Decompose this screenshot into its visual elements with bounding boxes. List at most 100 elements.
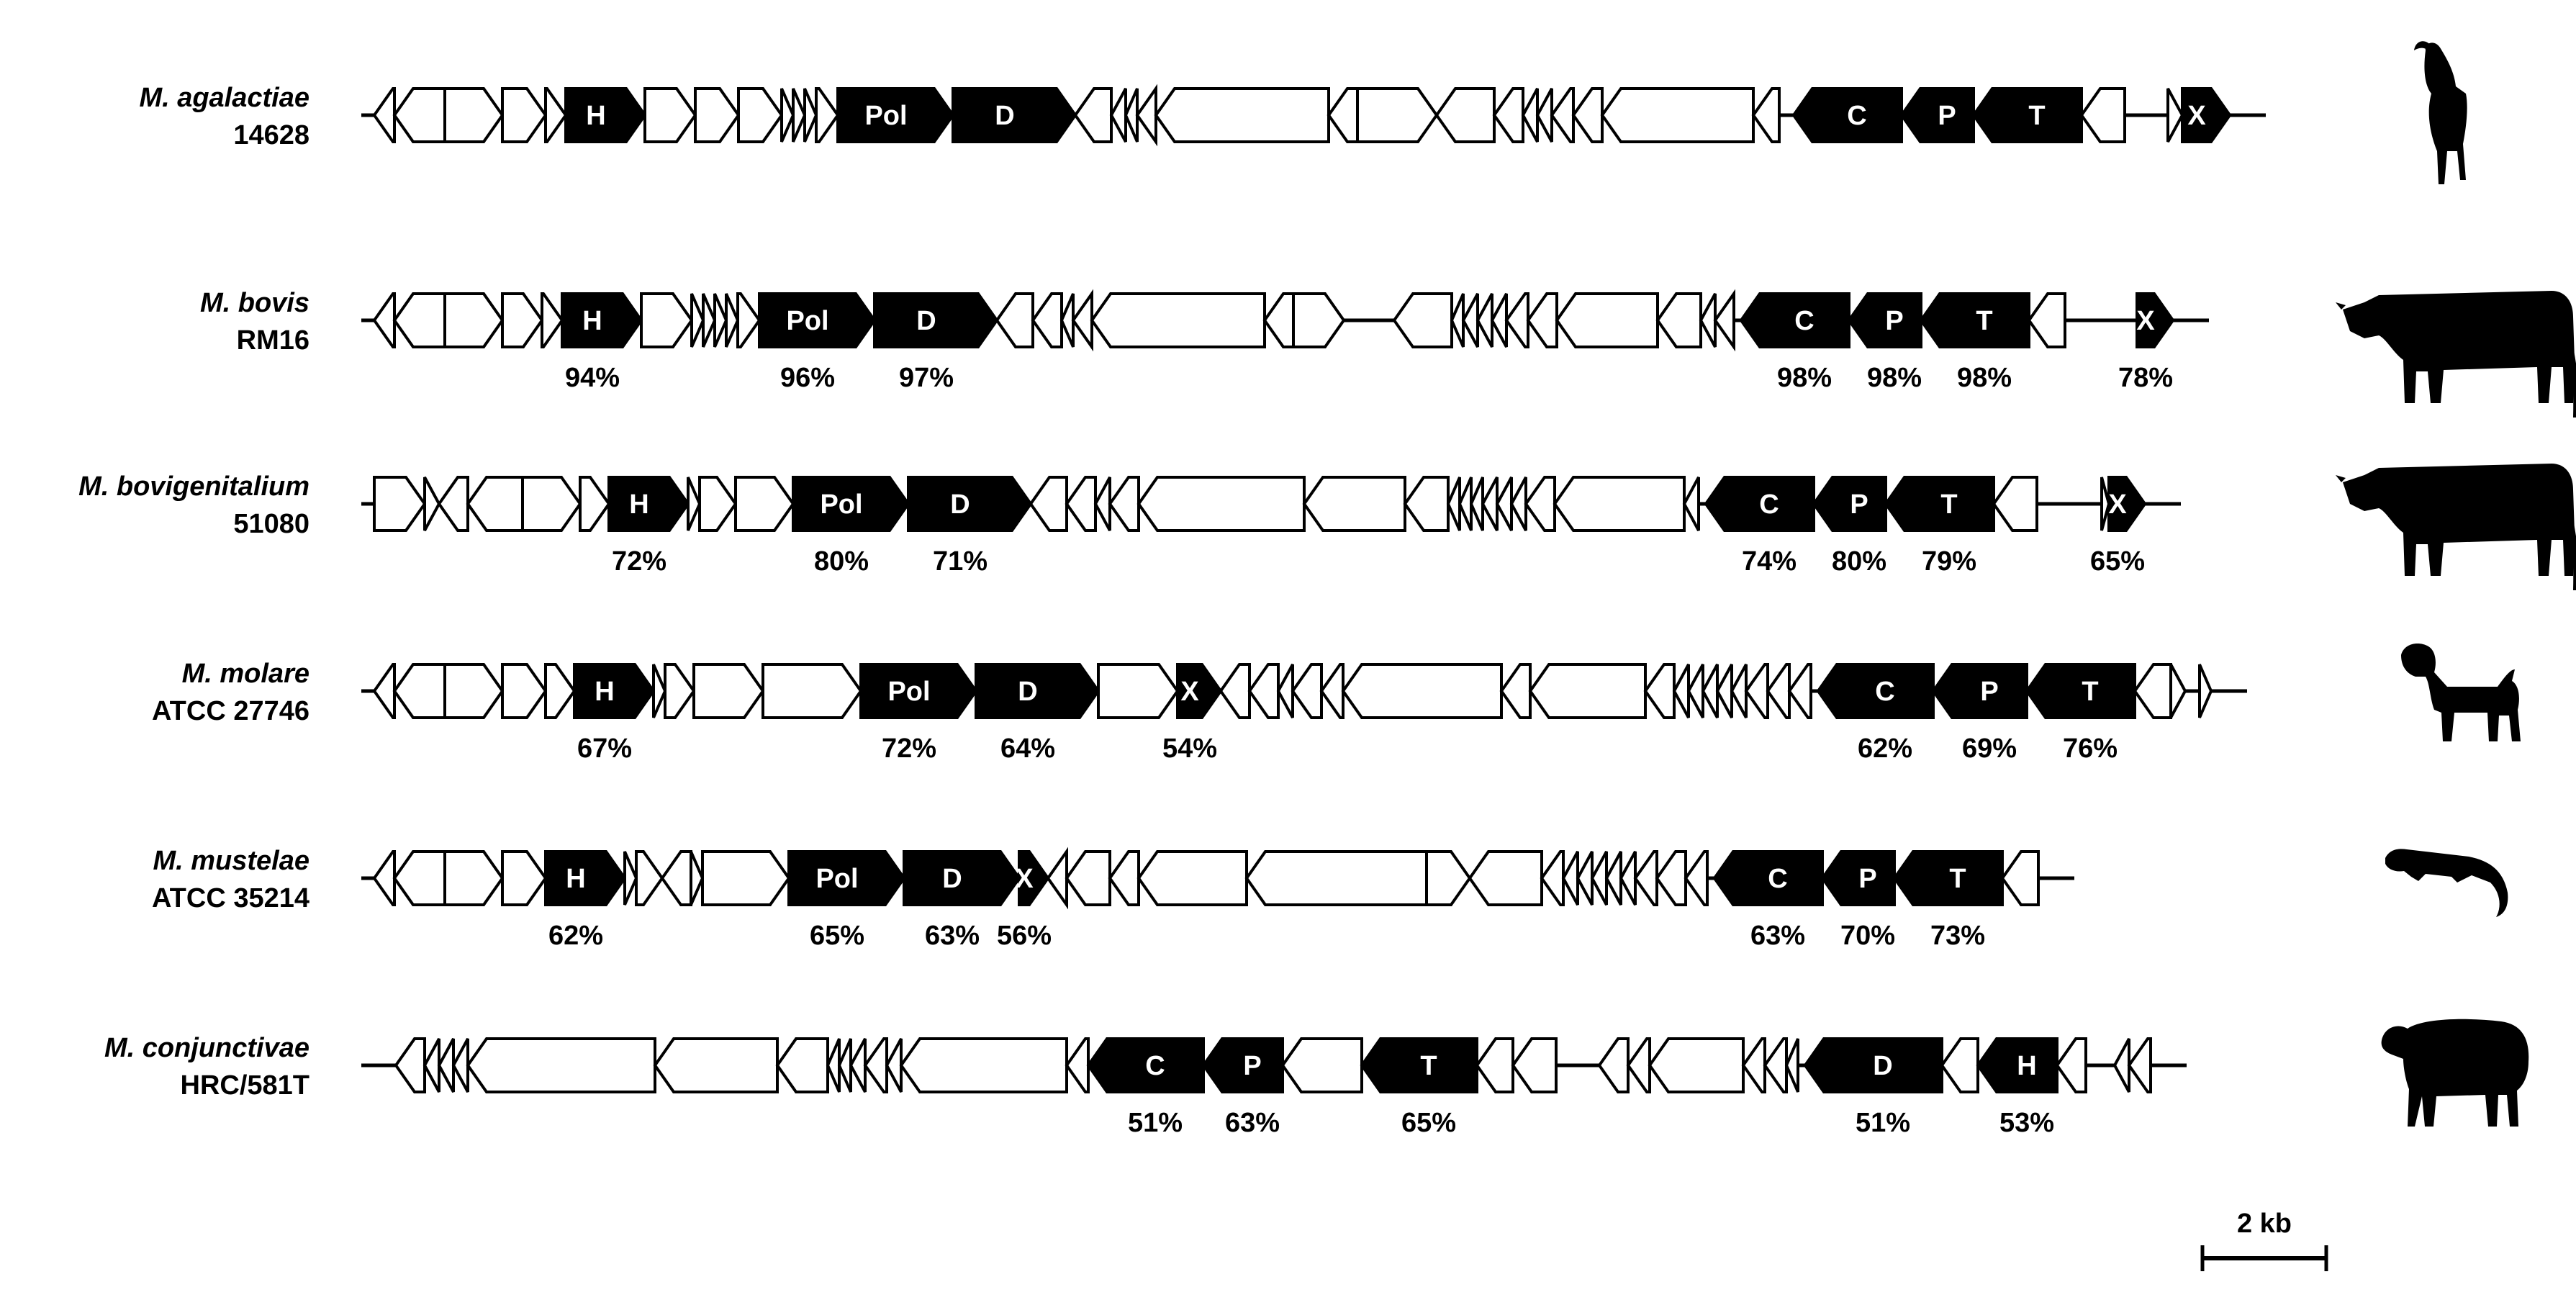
gene-arrow-t bbox=[1892, 850, 2004, 906]
gene-label: P bbox=[1980, 677, 1998, 707]
gene-arrow bbox=[995, 292, 1034, 348]
gene-arrow bbox=[1992, 476, 2038, 532]
gene-label: Pol bbox=[815, 864, 858, 894]
gene-arrow-h bbox=[573, 663, 656, 719]
gene-arrow bbox=[1090, 292, 1266, 348]
gene-arrow bbox=[803, 88, 818, 143]
strain-name: ATCC 27746 bbox=[152, 696, 309, 726]
gene-arrow bbox=[1524, 476, 1556, 532]
gene-arrow bbox=[392, 663, 446, 719]
gene-label: Pol bbox=[786, 306, 828, 336]
gene-arrow bbox=[392, 87, 446, 143]
gene-arrow bbox=[1553, 476, 1686, 532]
gene-arrow bbox=[1766, 663, 1791, 719]
gene-label: Pol bbox=[887, 677, 930, 707]
gene-arrow bbox=[1097, 663, 1180, 719]
gene-arrow bbox=[635, 850, 664, 906]
gene-arrow bbox=[2027, 292, 2066, 348]
gene-arrow-d bbox=[907, 476, 1033, 532]
gene-label: X bbox=[2187, 101, 2206, 131]
cow-icon bbox=[2336, 464, 2576, 590]
gene-arrow-p bbox=[1847, 292, 1922, 348]
gene-arrow bbox=[1511, 1037, 1558, 1093]
gene-arrow bbox=[372, 663, 396, 719]
strain-name: HRC/581T bbox=[181, 1070, 310, 1101]
identity-value: 76% bbox=[2063, 733, 2118, 764]
dog-icon bbox=[2401, 644, 2521, 741]
identity-value: 96% bbox=[780, 363, 835, 393]
gene-arrow-t bbox=[1884, 476, 1995, 532]
gene-arrow bbox=[1648, 1037, 1745, 1093]
identity-value: 62% bbox=[548, 921, 603, 951]
gene-arrow bbox=[372, 87, 396, 143]
gene-arrow bbox=[1715, 664, 1733, 718]
gene-arrow bbox=[1492, 87, 1524, 143]
gene-arrow bbox=[899, 1037, 1068, 1093]
identity-value: 78% bbox=[2118, 363, 2173, 393]
gene-arrow bbox=[1600, 87, 1755, 143]
gene-arrow bbox=[2112, 1038, 2130, 1093]
gene-arrow bbox=[737, 87, 784, 143]
gene-arrow bbox=[466, 476, 524, 532]
gene-arrow bbox=[1302, 476, 1406, 532]
gene-arrow bbox=[1643, 663, 1676, 719]
gene-arrow bbox=[1787, 663, 1812, 719]
gene-arrow bbox=[1093, 477, 1111, 531]
gene-arrow bbox=[2055, 1037, 2087, 1093]
identity-value: 80% bbox=[1832, 546, 1886, 577]
species-name: M. mustelae bbox=[153, 846, 309, 876]
identity-value: 97% bbox=[899, 363, 954, 393]
gene-arrow bbox=[1469, 477, 1484, 531]
gene-arrow-h bbox=[561, 292, 643, 348]
gene-arrow bbox=[713, 293, 728, 348]
identity-value: 53% bbox=[1999, 1108, 2054, 1138]
gene-arrow bbox=[392, 292, 446, 348]
gene-arrow bbox=[1604, 851, 1622, 906]
gene-arrow bbox=[1535, 88, 1553, 143]
gene-label: T bbox=[1940, 489, 1957, 520]
gene-arrow-d bbox=[975, 663, 1101, 719]
gene-label: C bbox=[1145, 1051, 1165, 1081]
gene-arrow bbox=[1136, 850, 1248, 906]
gene-label: D bbox=[1018, 677, 1037, 707]
gene-arrow bbox=[1763, 1037, 1788, 1093]
species-name: M. molare bbox=[182, 659, 309, 689]
strain-name: ATCC 35214 bbox=[152, 883, 309, 913]
identity-value: 56% bbox=[997, 921, 1052, 951]
gene-arrow bbox=[579, 476, 611, 532]
gene-arrow bbox=[1655, 292, 1702, 348]
gene-arrow-t bbox=[1971, 87, 2083, 143]
gene-arrow bbox=[1495, 477, 1513, 531]
gene-arrow bbox=[1561, 851, 1579, 906]
species-name: M. conjunctivae bbox=[104, 1033, 309, 1063]
gene-arrow bbox=[1468, 850, 1543, 906]
identity-value: 98% bbox=[1957, 363, 2012, 393]
gene-arrow bbox=[1526, 292, 1558, 348]
gene-arrow bbox=[1154, 87, 1330, 143]
gene-arrow bbox=[501, 663, 548, 719]
gene-label: P bbox=[1858, 864, 1876, 894]
gene-label: T bbox=[2082, 677, 2098, 707]
gene-arrow-t bbox=[1360, 1037, 1478, 1093]
gene-arrow bbox=[1555, 292, 1659, 348]
gene-arrow bbox=[1504, 292, 1529, 348]
gene-arrow bbox=[1461, 293, 1479, 348]
gene-arrow bbox=[1741, 1037, 1766, 1093]
identity-value: 80% bbox=[814, 546, 869, 577]
gene-arrow bbox=[1319, 663, 1345, 719]
gene-arrow-pol bbox=[787, 850, 906, 906]
gene-arrow bbox=[1029, 476, 1068, 532]
gene-arrow bbox=[1713, 289, 1735, 352]
gene-arrow bbox=[1434, 87, 1496, 143]
gene-arrow bbox=[443, 850, 505, 906]
gene-arrow bbox=[1219, 663, 1251, 719]
gene-arrow bbox=[1475, 293, 1493, 348]
gene-arrow bbox=[423, 477, 441, 531]
gene-label: H bbox=[595, 677, 614, 707]
gene-arrow bbox=[643, 87, 697, 143]
gene-arrow bbox=[692, 663, 765, 719]
gene-label: D bbox=[916, 306, 936, 336]
gene-label: D bbox=[942, 864, 962, 894]
identity-value: 67% bbox=[577, 733, 632, 764]
gene-label: T bbox=[1976, 306, 1992, 336]
